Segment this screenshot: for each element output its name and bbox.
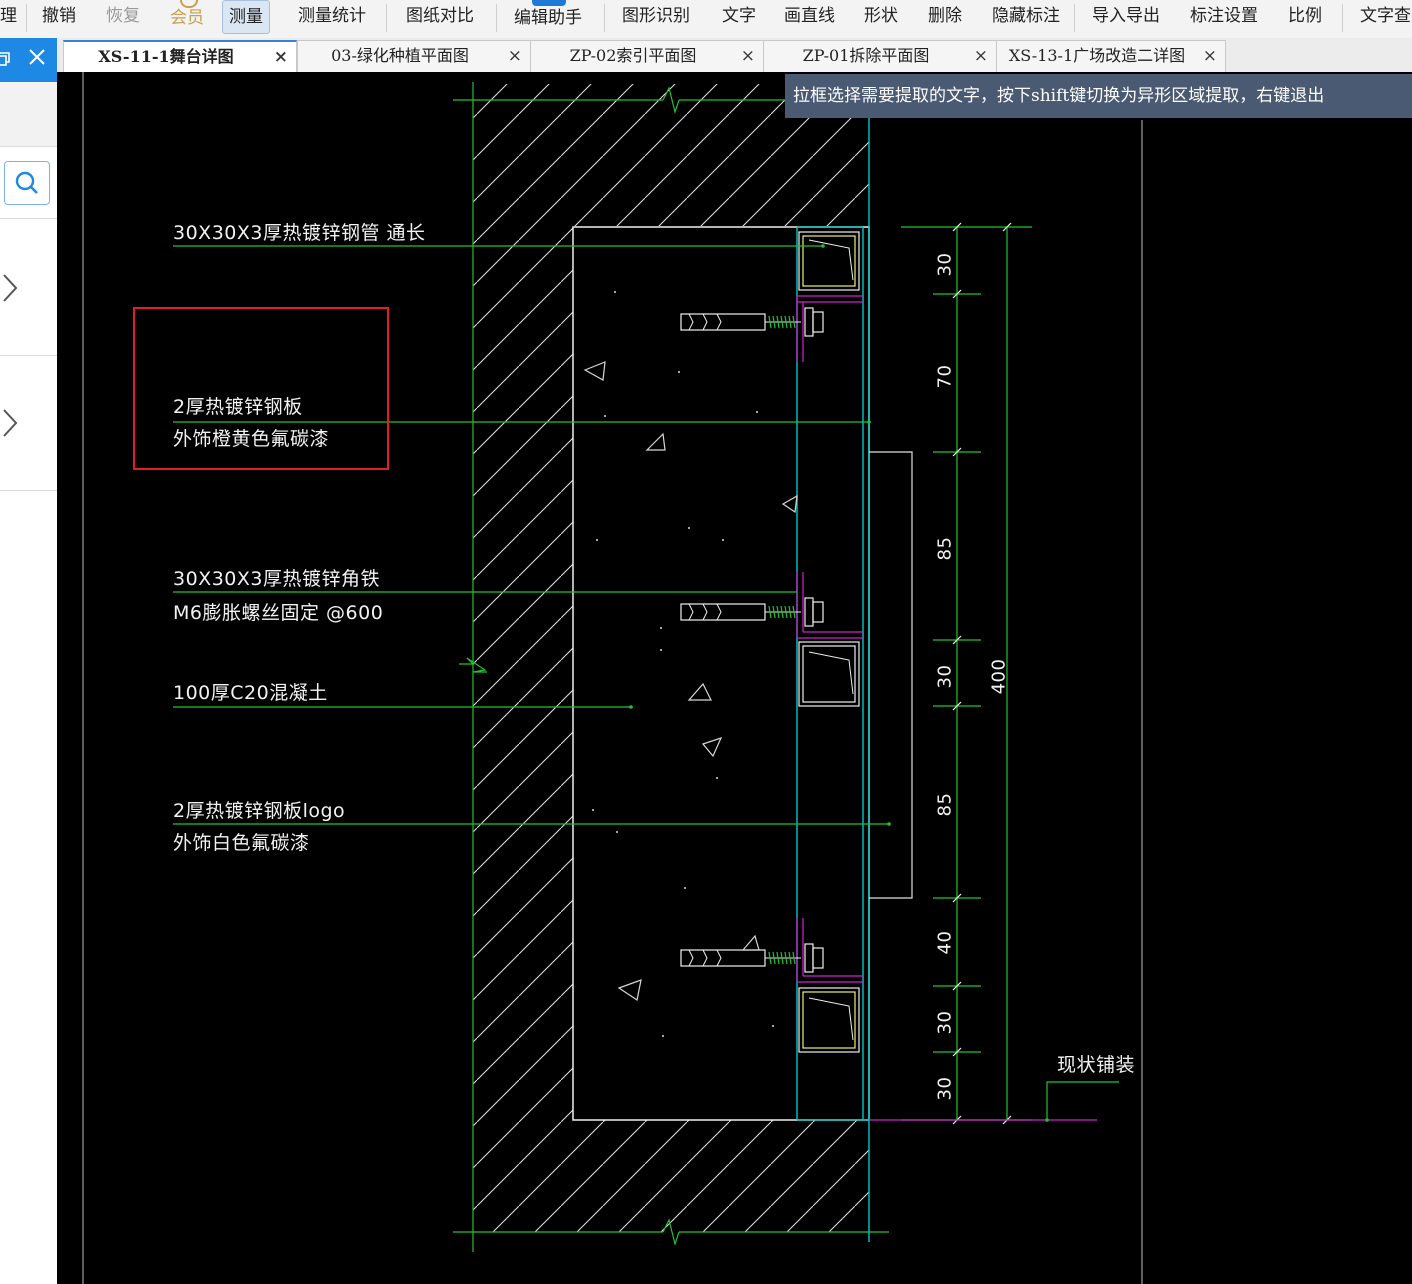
angle-iron-3 <box>796 918 863 983</box>
tab-label: XS-11-1舞台详图 <box>98 47 234 66</box>
toolbar-separator <box>604 4 605 32</box>
chevron-right-icon[interactable] <box>0 406 22 440</box>
restore-icon[interactable] <box>0 50 14 70</box>
tab-close-button[interactable]: × <box>273 47 288 67</box>
tab-close-button[interactable]: × <box>1202 46 1217 66</box>
close-icon[interactable] <box>26 46 48 75</box>
tab-label: XS-13-1广场改造二详图 <box>1008 46 1186 65</box>
left-panel-header <box>0 38 57 82</box>
drawing-compare-button[interactable]: 图纸对比 <box>406 6 474 26</box>
main-toolbar: 理 撤销 恢复 会员 测量 测量统计 图纸对比 编辑助手 图形识别 文字 画直线… <box>0 0 1412 39</box>
tab-label: ZP-02索引平面图 <box>569 46 697 65</box>
chevron-right-icon[interactable] <box>0 271 22 305</box>
toolbar-separator <box>1342 4 1343 32</box>
annotation-expansion-bolt: M6膨胀螺丝固定 @600 <box>173 602 384 624</box>
logo-plate <box>869 451 913 899</box>
vip-button[interactable]: 会员 <box>170 8 204 28</box>
dimension-label: 30 <box>934 252 956 277</box>
redo-button[interactable]: 恢复 <box>106 6 140 26</box>
dimension-label: 85 <box>934 536 956 561</box>
tab-close-button[interactable]: × <box>740 46 755 66</box>
left-panel <box>0 38 58 1284</box>
divider <box>0 490 57 491</box>
dimension-label: 40 <box>934 930 956 955</box>
toolbar-separator <box>1074 4 1075 32</box>
tab-close-button[interactable]: × <box>973 46 988 66</box>
edit-helper-icon <box>532 0 566 6</box>
tab-label: ZP-01拆除平面图 <box>802 46 930 65</box>
annotation-logo-plate: 2厚热镀锌钢板logo <box>173 800 346 822</box>
text-button[interactable]: 文字 <box>722 6 756 26</box>
text-selection-box[interactable] <box>133 307 389 470</box>
measure-stats-button[interactable]: 测量统计 <box>298 6 366 26</box>
text-search-button[interactable]: 文字查 <box>1360 6 1411 26</box>
import-export-button[interactable]: 导入导出 <box>1092 6 1160 26</box>
annotation-angle-iron: 30X30X3厚热镀锌角铁 <box>173 568 380 590</box>
total-dimension-label: 400 <box>988 658 1010 695</box>
annotation-concrete: 100厚C20混凝土 <box>173 682 328 704</box>
annotation-steel-pipe: 30X30X3厚热镀锌钢管 通长 <box>173 222 426 244</box>
dimension-chain <box>901 226 1032 1121</box>
shape-button[interactable]: 形状 <box>864 6 898 26</box>
document-tabs: XS-11-1舞台详图 × 03-绿化种植平面图 × ZP-02索引平面图 × … <box>57 38 1412 74</box>
angle-iron-1 <box>796 295 863 362</box>
toolbar-separator <box>26 4 27 32</box>
leader-lines <box>173 245 889 825</box>
dimension-label: 85 <box>934 792 956 817</box>
steel-tube-top <box>798 231 860 291</box>
search-icon <box>15 171 38 194</box>
tab-xs-11-1[interactable]: XS-11-1舞台详图 × <box>63 40 297 74</box>
steel-tube-middle <box>798 641 860 707</box>
divider <box>0 218 57 219</box>
drawing-canvas[interactable]: 30 70 85 30 85 40 30 30 400 30X30X3厚热镀锌钢… <box>57 72 1412 1284</box>
annotation-orange-coating: 外饰橙黄色氟碳漆 <box>173 428 330 450</box>
annotation-steel-plate: 2厚热镀锌钢板 <box>173 396 303 418</box>
hide-annotations-button[interactable]: 隐藏标注 <box>992 6 1060 26</box>
concrete-block <box>572 226 870 1121</box>
tab-03[interactable]: 03-绿化种植平面图 × <box>297 40 531 73</box>
left-panel-band <box>0 82 57 147</box>
annotation-white-coating: 外饰白色氟碳漆 <box>173 832 310 854</box>
measure-button[interactable]: 测量 <box>222 0 270 34</box>
dimension-label: 70 <box>934 364 956 389</box>
dimension-label: 30 <box>934 1010 956 1035</box>
tab-close-button[interactable]: × <box>507 46 522 66</box>
cad-drawing <box>82 72 1143 1284</box>
tab-xs-13-1[interactable]: XS-13-1广场改造二详图 × <box>996 40 1226 73</box>
toolbar-separator <box>496 4 497 32</box>
annotation-existing-paving: 现状铺装 <box>1057 1054 1136 1076</box>
angle-iron-2 <box>796 572 863 639</box>
tab-label: 03-绿化种植平面图 <box>331 46 469 65</box>
tab-zp-01[interactable]: ZP-01拆除平面图 × <box>763 40 997 73</box>
expansion-bolt-2 <box>680 597 824 627</box>
edit-helper-button[interactable]: 编辑助手 <box>514 8 582 28</box>
scale-button[interactable]: 比例 <box>1288 6 1322 26</box>
dimension-label: 30 <box>934 1076 956 1101</box>
hatched-wall <box>473 84 869 1232</box>
concrete-aggregate <box>583 361 798 1001</box>
shape-recognition-button[interactable]: 图形识别 <box>622 6 690 26</box>
expansion-bolt-1 <box>680 307 824 337</box>
divider <box>0 355 57 356</box>
search-button[interactable] <box>4 161 50 205</box>
undo-button[interactable]: 撤销 <box>42 6 76 26</box>
toolbar-separator <box>386 4 387 32</box>
extraction-tooltip: 拉框选择需要提取的文字，按下shift键切换为异形区域提取，右键退出 <box>785 74 1412 118</box>
tab-zp-02[interactable]: ZP-02索引平面图 × <box>530 40 764 73</box>
delete-button[interactable]: 删除 <box>928 6 962 26</box>
expansion-bolt-3 <box>680 943 824 973</box>
steel-tube-bottom <box>798 987 860 1053</box>
annotation-settings-button[interactable]: 标注设置 <box>1190 6 1258 26</box>
dimension-label: 30 <box>934 664 956 689</box>
draw-line-button[interactable]: 画直线 <box>784 6 835 26</box>
toolbar-item-partial[interactable]: 理 <box>0 6 17 26</box>
